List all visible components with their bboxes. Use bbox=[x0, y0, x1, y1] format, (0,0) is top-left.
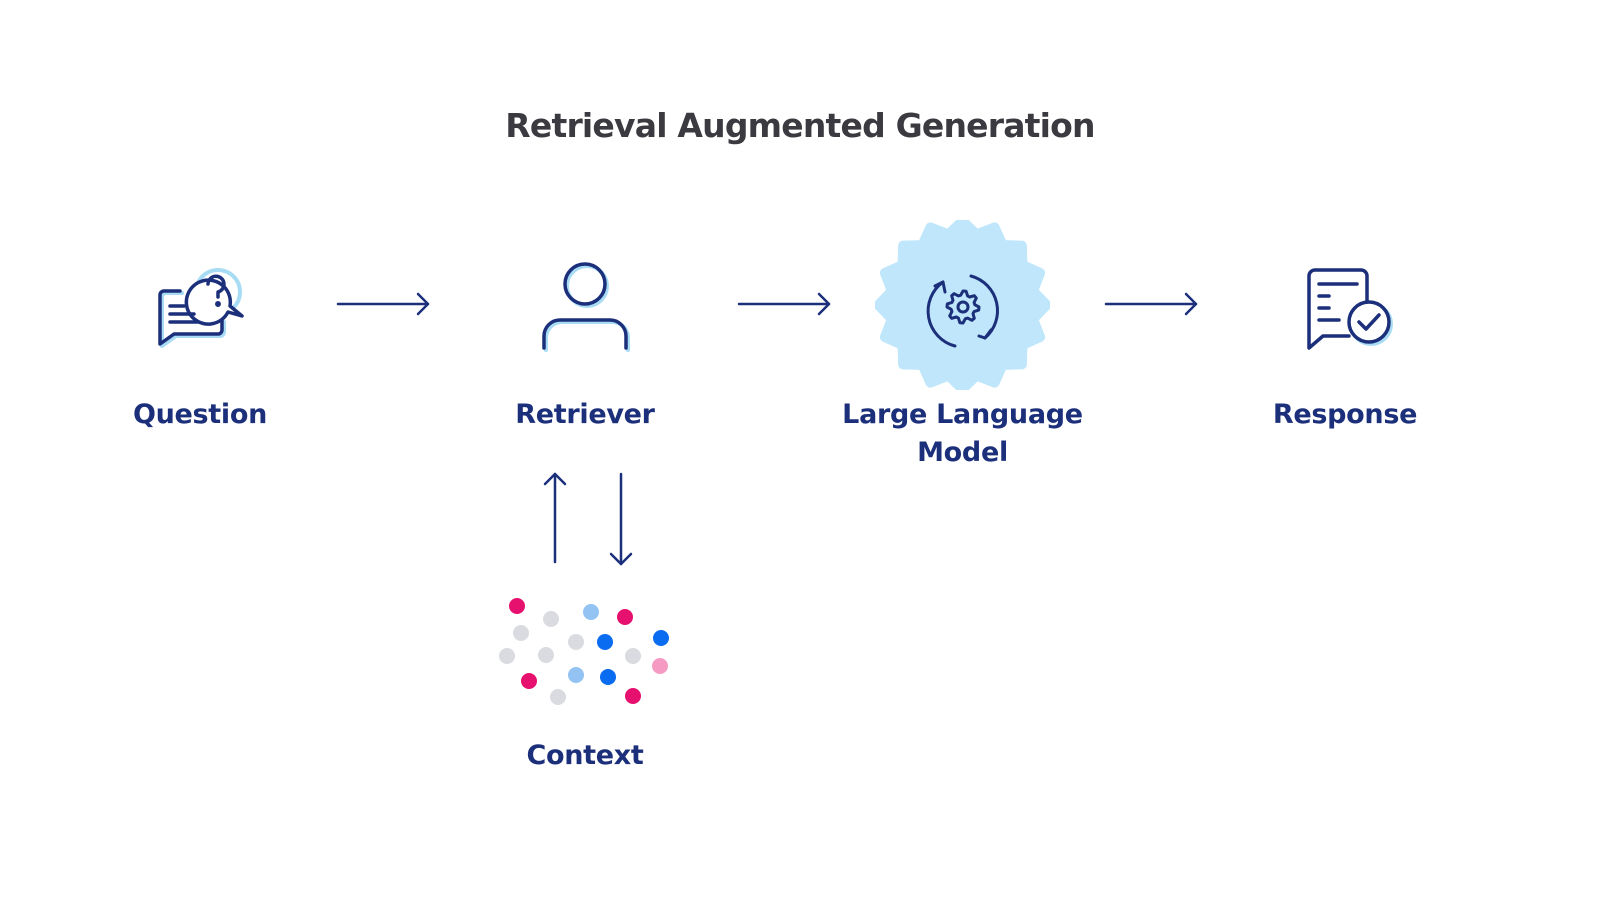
context-dot bbox=[625, 688, 641, 704]
node-label-llm-line1: Large Language bbox=[842, 399, 1083, 430]
context-dot bbox=[509, 598, 525, 614]
node-label-llm: Large Language Model bbox=[810, 396, 1115, 472]
context-dot bbox=[538, 647, 554, 663]
arrow-question-to-retriever bbox=[336, 292, 430, 316]
arrow-context-to-retriever bbox=[543, 472, 567, 564]
gear-refresh-icon bbox=[875, 220, 1050, 390]
data-dots-icon bbox=[495, 595, 675, 710]
context-dot bbox=[543, 611, 559, 627]
user-icon bbox=[542, 262, 630, 352]
node-label-llm-line2: Model bbox=[917, 437, 1008, 468]
context-dot bbox=[625, 648, 641, 664]
context-dot bbox=[521, 673, 537, 689]
context-dot bbox=[499, 648, 515, 664]
context-dot bbox=[652, 658, 668, 674]
node-label-retriever: Retriever bbox=[515, 399, 655, 430]
node-label-response: Response bbox=[1272, 399, 1418, 430]
node-label-question: Question bbox=[132, 399, 268, 430]
context-dot bbox=[600, 669, 616, 685]
context-dot bbox=[550, 689, 566, 705]
context-dot bbox=[568, 667, 584, 683]
document-check-icon bbox=[1307, 268, 1393, 350]
question-chat-icon bbox=[158, 268, 244, 348]
arrow-llm-to-response bbox=[1104, 292, 1198, 316]
context-dot bbox=[653, 630, 669, 646]
context-dot bbox=[568, 634, 584, 650]
context-dot bbox=[583, 604, 599, 620]
arrow-retriever-to-llm bbox=[737, 292, 831, 316]
node-label-context: Context bbox=[526, 740, 644, 771]
diagram-title: Retrieval Augmented Generation bbox=[505, 106, 1095, 145]
context-dot bbox=[513, 625, 529, 641]
context-dot bbox=[597, 634, 613, 650]
context-dot bbox=[617, 609, 633, 625]
arrow-retriever-to-context bbox=[609, 472, 633, 566]
